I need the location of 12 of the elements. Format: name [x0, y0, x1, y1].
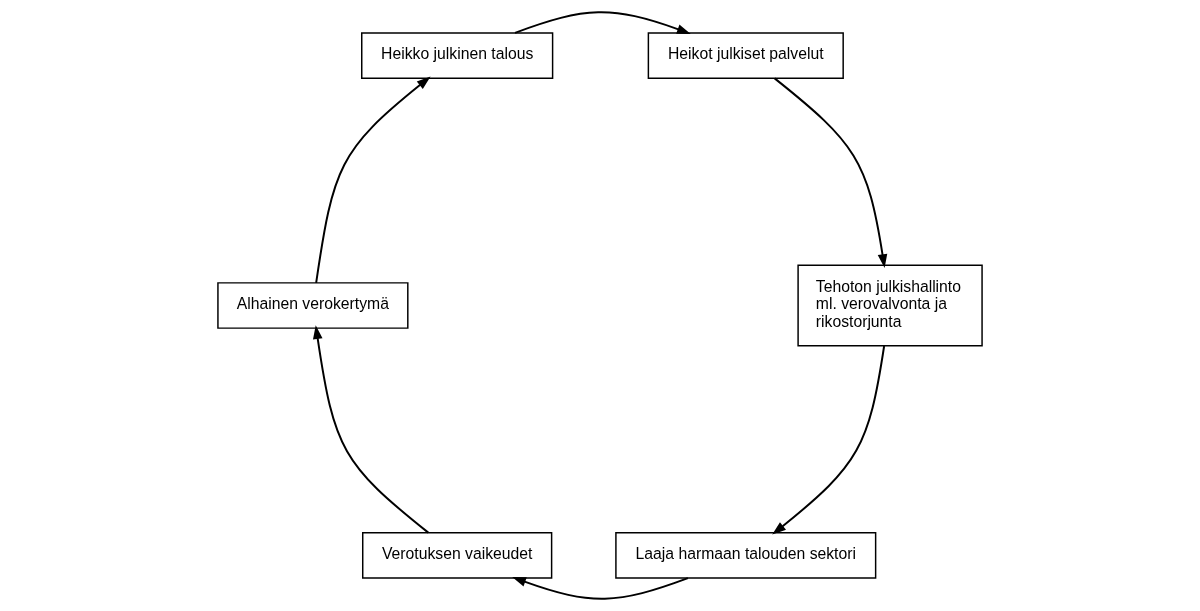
arrow: [315, 76, 431, 284]
node-box: Tehoton julkishallinto ml. verovalvonta ja rikostorjunta: [797, 264, 983, 347]
node-box: Laaja harmaan talouden sektori: [615, 532, 877, 579]
arrow: [773, 77, 888, 269]
arrow: [514, 11, 691, 34]
arrow: [772, 345, 886, 535]
node-box: Heikot julkiset palvelut: [647, 32, 844, 79]
node-box: Verotuksen vaikeudet: [362, 532, 553, 579]
node-box: Heikko julkinen talous: [361, 32, 554, 79]
node-box: Alhainen verokertymä: [217, 282, 409, 329]
arrow: [512, 577, 689, 600]
arrow: [312, 325, 430, 534]
